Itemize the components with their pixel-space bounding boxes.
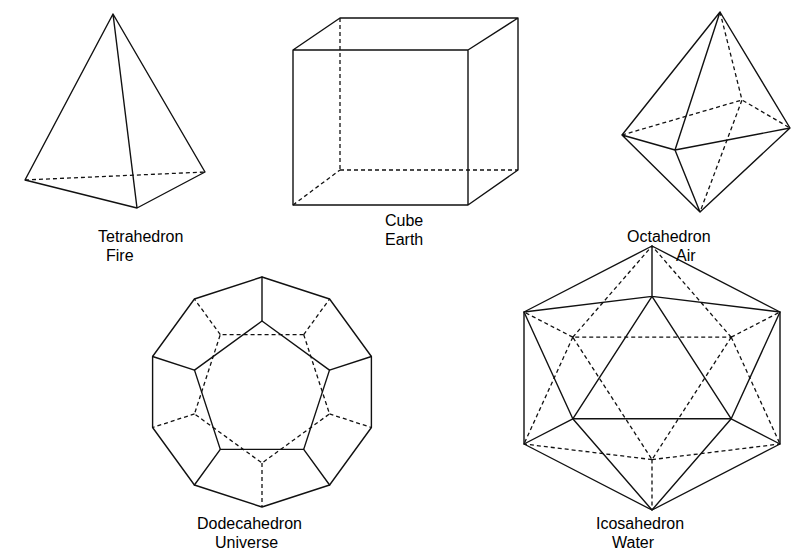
octahedron-drawing	[622, 12, 790, 212]
solid-name: Cube	[385, 212, 423, 230]
dodecahedron-drawing	[153, 277, 372, 507]
tetrahedron-drawing	[25, 14, 205, 208]
element-name: Earth	[385, 231, 423, 249]
element-name: Air	[676, 247, 696, 265]
solid-name: Tetrahedron	[98, 228, 183, 246]
cube-drawing	[293, 18, 518, 205]
element-name: Fire	[106, 247, 134, 265]
solid-name: Icosahedron	[596, 515, 684, 533]
solid-name: Dodecahedron	[197, 515, 302, 533]
solid-name: Octahedron	[627, 228, 711, 246]
element-name: Water	[612, 534, 654, 552]
element-name: Universe	[215, 534, 278, 552]
icosahedron-drawing	[524, 246, 780, 510]
